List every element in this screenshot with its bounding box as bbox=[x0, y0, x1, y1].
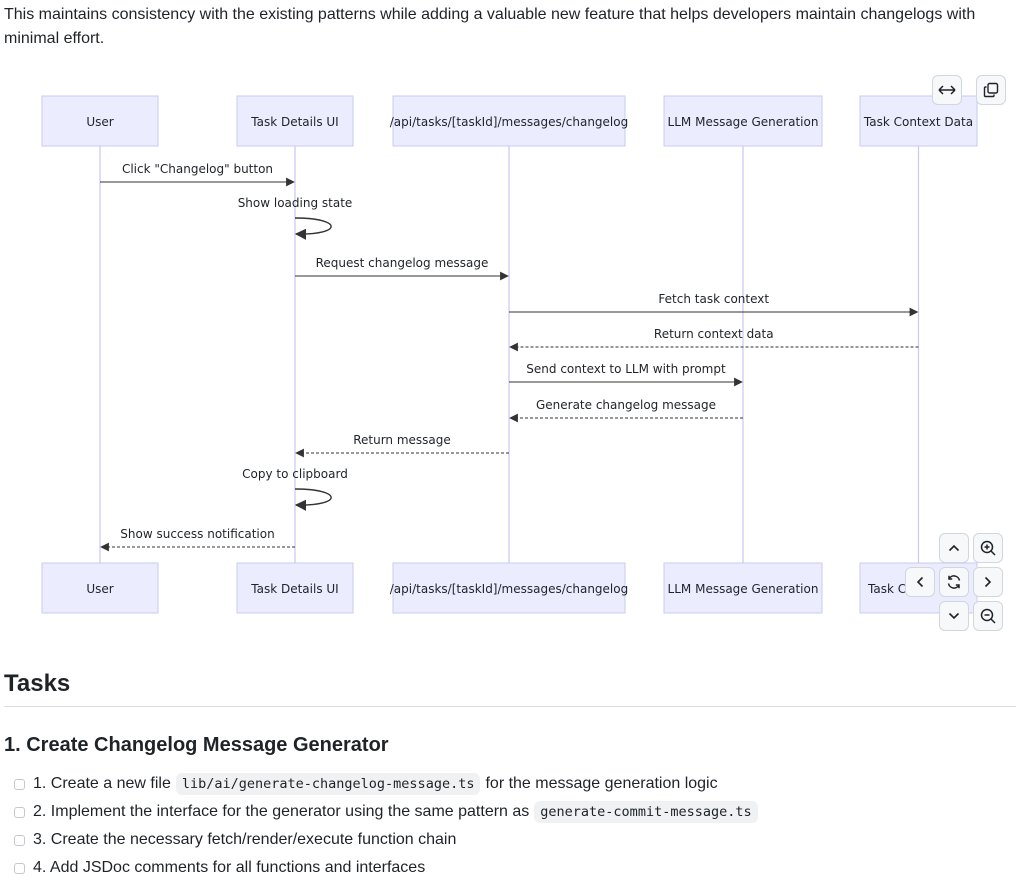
actor-label-top: /api/tasks/[taskId]/messages/changelog bbox=[390, 115, 628, 129]
actor-box-bottom bbox=[41, 562, 159, 614]
task-code: lib/ai/generate-changelog-message.ts bbox=[175, 773, 481, 795]
task-item: 4. Add JSDoc comments for all functions … bbox=[14, 854, 763, 882]
actor-box-top bbox=[392, 95, 626, 147]
actor-box-top bbox=[663, 95, 823, 147]
message-label: Generate changelog message bbox=[536, 398, 716, 412]
task-text: 3. Create the necessary fetch/render/exe… bbox=[33, 831, 457, 848]
actor-label-bottom: User bbox=[86, 582, 113, 596]
task-text: 2. Implement the interface for the gener… bbox=[33, 803, 530, 820]
pan-up-button[interactable] bbox=[939, 533, 969, 563]
chevron-left-icon bbox=[916, 576, 924, 588]
message-label: Send context to LLM with prompt bbox=[526, 362, 726, 376]
reset-view-button[interactable] bbox=[939, 567, 969, 597]
actor-label-bottom: Task C bbox=[867, 582, 906, 596]
refresh-icon bbox=[947, 575, 961, 589]
actor-label-top: Task Details UI bbox=[250, 115, 338, 129]
message-label: Click "Changelog" button bbox=[122, 162, 273, 176]
task-list: 1. Create a new file lib/ai/generate-cha… bbox=[14, 770, 763, 882]
message-label: Show loading state bbox=[238, 196, 353, 210]
actor-label-bottom: Task Details UI bbox=[250, 582, 338, 596]
actor-label-top: Task Context Data bbox=[863, 115, 973, 129]
actor-label-top: LLM Message Generation bbox=[668, 115, 819, 129]
chevron-down-icon bbox=[948, 612, 960, 620]
task-checkbox[interactable] bbox=[14, 862, 25, 874]
pan-right-button[interactable] bbox=[973, 567, 1003, 597]
actor-box-top bbox=[41, 95, 159, 147]
task-checkbox[interactable] bbox=[14, 778, 25, 790]
copy-icon bbox=[983, 82, 999, 98]
task-checkbox[interactable] bbox=[14, 834, 25, 846]
heading-divider bbox=[4, 706, 1016, 707]
chevron-up-icon bbox=[948, 544, 960, 552]
task-item: 2. Implement the interface for the gener… bbox=[14, 798, 763, 826]
task-text: 1. Create a new file bbox=[33, 775, 171, 792]
actor-box-bottom bbox=[392, 562, 626, 614]
message-label: Show success notification bbox=[120, 527, 274, 541]
task-code: generate-commit-message.ts bbox=[534, 801, 758, 823]
message-label: Fetch task context bbox=[658, 292, 769, 306]
task-text-after: for the message generation logic bbox=[485, 775, 718, 792]
pan-down-button[interactable] bbox=[939, 601, 969, 631]
actor-label-bottom: /api/tasks/[taskId]/messages/changelog bbox=[390, 582, 628, 596]
message-label: Copy to clipboard bbox=[242, 467, 348, 481]
actor-label-top: User bbox=[86, 115, 113, 129]
expand-horizontal-icon bbox=[938, 85, 956, 95]
message-label: Return context data bbox=[654, 327, 774, 341]
message-arrow bbox=[294, 488, 332, 511]
copy-button[interactable] bbox=[976, 75, 1006, 105]
zoom-out-icon bbox=[980, 608, 996, 624]
task-item: 1. Create a new file lib/ai/generate-cha… bbox=[14, 770, 763, 798]
actor-box-top bbox=[236, 95, 354, 147]
tasks-heading: Tasks bbox=[4, 670, 71, 697]
intro-paragraph: This maintains consistency with the exis… bbox=[4, 6, 976, 47]
pan-left-button[interactable] bbox=[905, 567, 935, 597]
message-label: Request changelog message bbox=[316, 256, 489, 270]
actor-box-bottom bbox=[663, 562, 823, 614]
actor-box-bottom bbox=[236, 562, 354, 614]
actor-label-bottom: LLM Message Generation bbox=[668, 582, 819, 596]
section-title: 1. Create Changelog Message Generator bbox=[4, 734, 389, 756]
expand-button[interactable] bbox=[932, 75, 962, 105]
chevron-right-icon bbox=[984, 576, 992, 588]
task-text: 4. Add JSDoc comments for all functions … bbox=[33, 859, 426, 876]
task-checkbox[interactable] bbox=[14, 806, 25, 818]
task-item: 3. Create the necessary fetch/render/exe… bbox=[14, 826, 763, 854]
message-label: Return message bbox=[353, 433, 451, 447]
zoom-in-icon bbox=[980, 540, 996, 556]
zoom-out-button[interactable] bbox=[973, 601, 1003, 631]
zoom-in-button[interactable] bbox=[973, 533, 1003, 563]
message-arrow bbox=[294, 217, 332, 240]
